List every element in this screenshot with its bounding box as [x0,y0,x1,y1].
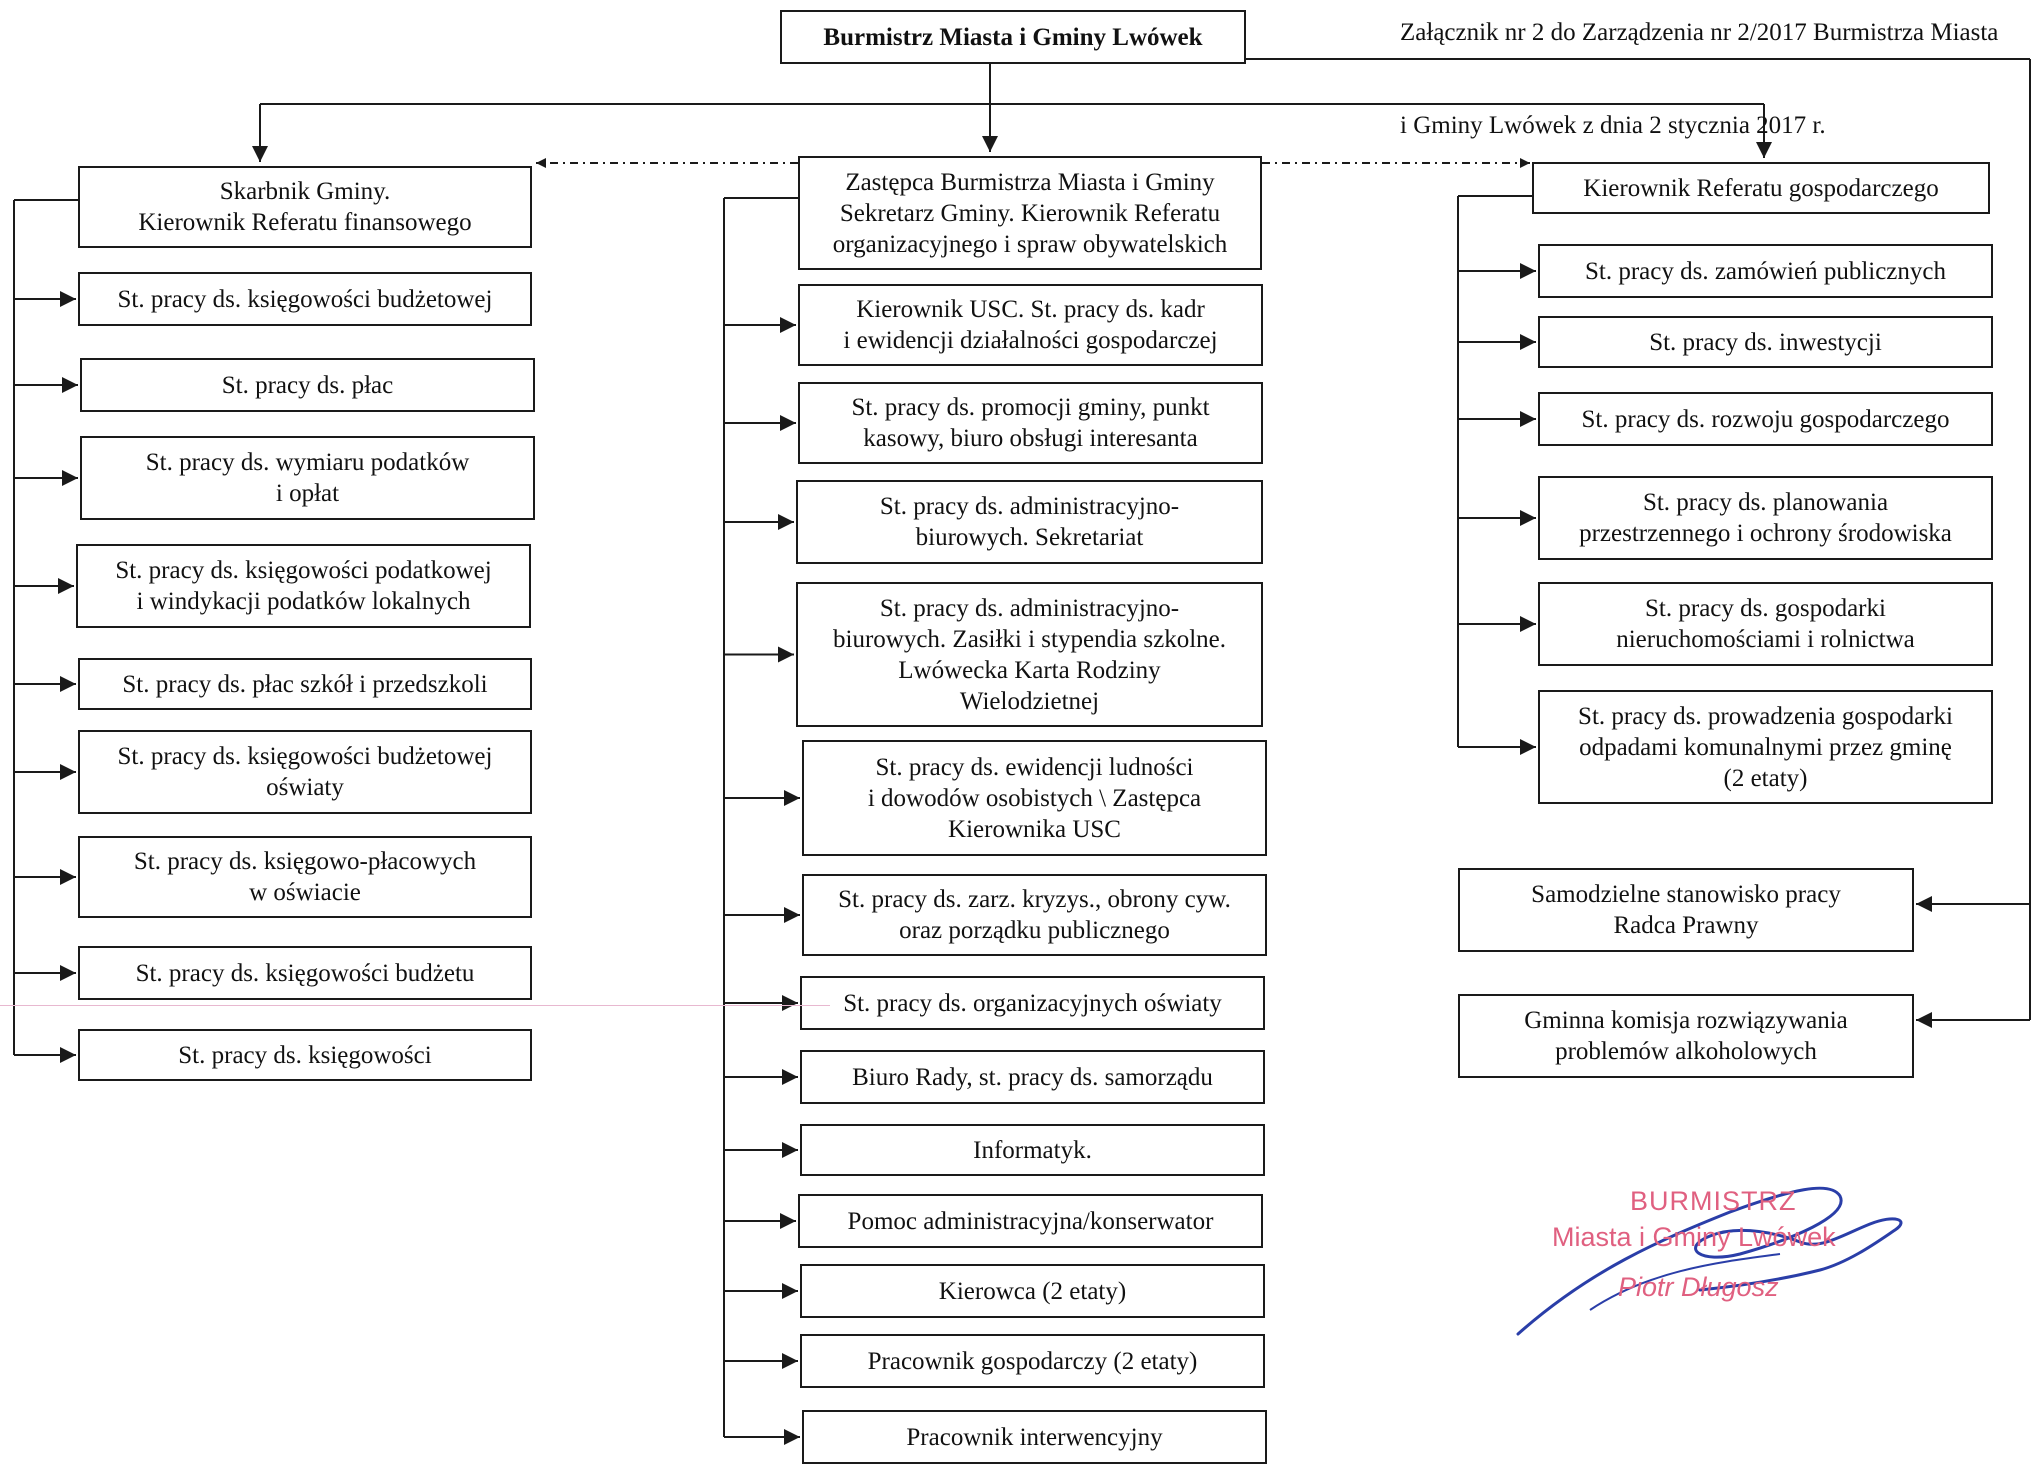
middle-item-label: Informatyk. [973,1136,1092,1164]
middle-item-label: Pracownik interwencyjny [906,1423,1163,1451]
right-item-2: St. pracy ds. inwestycji [1538,316,1993,368]
middle-item-label: Biuro Rady, st. pracy ds. samorządu [852,1063,1213,1091]
left-item-6: St. pracy ds. księgowości budżetowej ośw… [78,730,532,814]
middle-item-4: St. pracy ds. administracyjno- biurowych… [796,582,1263,727]
left-item-7: St. pracy ds. księgowo-płacowych w oświa… [78,836,532,918]
left-item-label: St. pracy ds. płac szkół i przedszkoli [122,670,488,698]
treasurer-label: Skarbnik Gminy. Kierownik Referatu finan… [138,178,472,236]
middle-item-label: St. pracy ds. organizacyjnych oświaty [843,989,1222,1017]
left-item-label: St. pracy ds. księgowości podatkowej i w… [115,557,492,615]
left-item-label: St. pracy ds. płac [221,371,394,399]
scan-artifact-line [0,1005,830,1006]
economic-head-box: Kierownik Referatu gospodarczego [1532,162,1990,214]
middle-item-label: St. pracy ds. promocji gminy, punkt kaso… [851,394,1210,452]
left-item-5: St. pracy ds. płac szkół i przedszkoli [78,658,532,710]
left-item-3: St. pracy ds. wymiaru podatków i opłat [80,436,535,520]
right-item-label: St. pracy ds. zamówień publicznych [1584,257,1946,285]
stamp-title: BURMISTRZ [1630,1186,1797,1216]
left-item-1: St. pracy ds. księgowości budżetowej [78,272,532,326]
alcohol-commission-label: Gminna komisja rozwiązywania problemów a… [1524,1007,1848,1065]
middle-item-9: Informatyk. [800,1124,1265,1176]
right-item-6: St. pracy ds. prowadzenia gospodarki odp… [1538,690,1993,804]
mayor-label: Burmistrz Miasta i Gminy Lwówek [823,23,1203,51]
left-item-label: St. pracy ds. wymiaru podatków i opłat [145,449,470,507]
signature-scribble [1516,1186,1903,1336]
middle-item-7: St. pracy ds. organizacyjnych oświaty [800,976,1265,1030]
middle-item-12: Pracownik gospodarczy (2 etaty) [800,1334,1265,1388]
left-item-label: St. pracy ds. księgowości [178,1041,432,1069]
legal-advisor-box: Samodzielne stanowisko pracy Radca Prawn… [1458,868,1914,952]
header-note: Załącznik nr 2 do Zarządzenia nr 2/2017 … [1400,0,2033,141]
right-item-1: St. pracy ds. zamówień publicznych [1538,244,1993,298]
alcohol-commission-box: Gminna komisja rozwiązywania problemów a… [1458,994,1914,1078]
middle-item-13: Pracownik interwencyjny [802,1410,1267,1464]
left-item-label: St. pracy ds. księgowo-płacowych w oświa… [133,848,477,906]
middle-item-label: Pracownik gospodarczy (2 etaty) [867,1347,1198,1375]
right-item-label: St. pracy ds. gospodarki nieruchomościam… [1616,595,1915,653]
left-item-8: St. pracy ds. księgowości budżetu [78,946,532,1000]
middle-item-6: St. pracy ds. zarz. kryzys., obrony cyw.… [802,874,1267,956]
middle-item-label: Pomoc administracyjna/konserwator [847,1207,1214,1235]
middle-item-label: St. pracy ds. administracyjno- biurowych… [833,594,1226,715]
right-item-4: St. pracy ds. planowania przestrzennego … [1538,476,1993,560]
middle-item-5: St. pracy ds. ewidencji ludności i dowod… [802,740,1267,856]
stamp-name: Piotr Długosz [1618,1272,1779,1302]
left-item-label: St. pracy ds. księgowości budżetowej [117,285,493,313]
left-item-label: St. pracy ds. księgowości budżetu [135,959,475,987]
middle-item-8: Biuro Rady, st. pracy ds. samorządu [800,1050,1265,1104]
right-item-label: St. pracy ds. prowadzenia gospodarki odp… [1578,702,1953,792]
middle-item-11: Kierowca (2 etaty) [800,1264,1265,1318]
middle-item-3: St. pracy ds. administracyjno- biurowych… [796,480,1263,564]
middle-item-label: St. pracy ds. administracyjno- biurowych… [879,493,1180,551]
left-item-4: St. pracy ds. księgowości podatkowej i w… [76,544,531,628]
deputy-mayor-box: Zastępca Burmistrza Miasta i Gminy Sekre… [798,156,1262,270]
right-item-3: St. pracy ds. rozwoju gospodarczego [1538,392,1993,446]
middle-item-label: St. pracy ds. zarz. kryzys., obrony cyw.… [838,886,1231,944]
legal-advisor-label: Samodzielne stanowisko pracy Radca Prawn… [1531,881,1841,939]
mayor-box: Burmistrz Miasta i Gminy Lwówek [780,10,1246,64]
stamp-office: Miasta i Gminy Lwówek [1552,1222,1836,1252]
treasurer-box: Skarbnik Gminy. Kierownik Referatu finan… [78,166,532,248]
header-note-line2: i Gminy Lwówek z dnia 2 stycznia 2017 r. [1400,112,1826,139]
header-note-line1: Załącznik nr 2 do Zarządzenia nr 2/2017 … [1400,19,1999,46]
economic-head-label: Kierownik Referatu gospodarczego [1583,174,1939,202]
mayor-stamp: BURMISTRZ Miasta i Gminy Lwówek Piotr Dł… [1500,1150,1920,1350]
middle-item-label: Kierownik USC. St. pracy ds. kadr i ewid… [843,296,1218,354]
middle-item-2: St. pracy ds. promocji gminy, punkt kaso… [798,382,1263,464]
right-item-label: St. pracy ds. inwestycji [1649,328,1882,356]
deputy-mayor-label: Zastępca Burmistrza Miasta i Gminy Sekre… [832,168,1228,258]
left-item-label: St. pracy ds. księgowości budżetowej ośw… [117,743,493,801]
right-item-5: St. pracy ds. gospodarki nieruchomościam… [1538,582,1993,666]
right-item-label: St. pracy ds. rozwoju gospodarczego [1581,405,1950,433]
left-item-2: St. pracy ds. płac [80,358,535,412]
middle-item-label: St. pracy ds. ewidencji ludności i dowod… [867,753,1202,843]
middle-item-1: Kierownik USC. St. pracy ds. kadr i ewid… [798,284,1263,366]
middle-item-10: Pomoc administracyjna/konserwator [798,1194,1263,1248]
left-item-9: St. pracy ds. księgowości [78,1029,532,1081]
right-item-label: St. pracy ds. planowania przestrzennego … [1579,489,1952,547]
middle-item-label: Kierowca (2 etaty) [938,1277,1127,1305]
